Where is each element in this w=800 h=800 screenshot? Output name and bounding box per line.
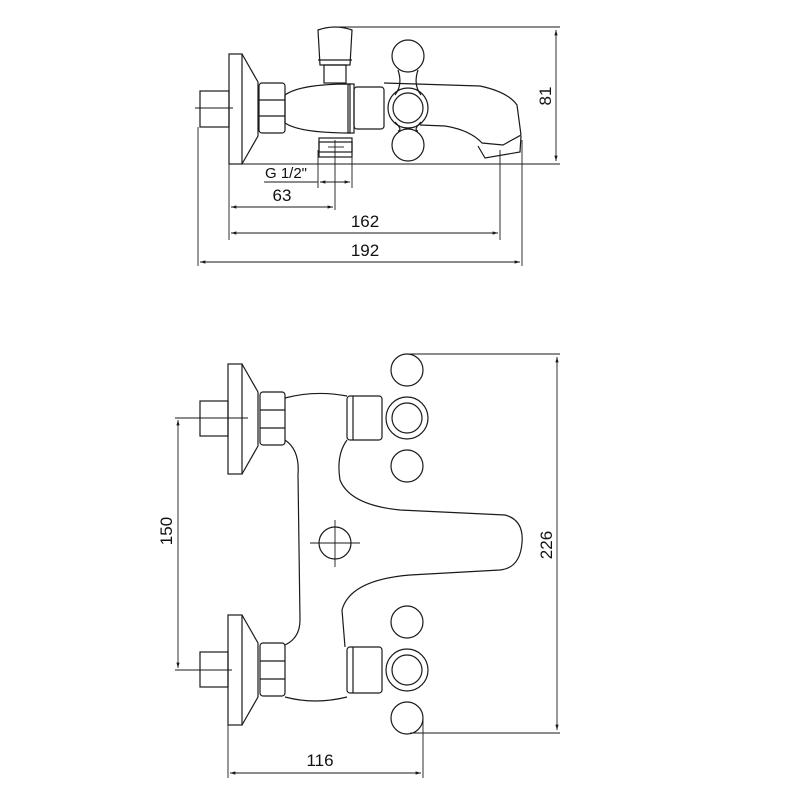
dim-center-distance-label: 150 (157, 517, 176, 545)
front-view: 150 226 116 (157, 353, 560, 778)
dim-inlet-offset-label: 63 (273, 186, 292, 205)
dim-overall-height-label: 226 (537, 531, 556, 559)
dim-spout-reach-label: 162 (351, 212, 379, 231)
dim-height-label: 81 (536, 87, 555, 106)
dim-depth-label: 116 (306, 751, 333, 770)
dim-overall-length-label: 192 (351, 241, 379, 260)
outlet-center-mark (310, 520, 360, 567)
side-view: 81 G 1/2" 63 162 192 (195, 26, 560, 266)
dim-thread-label: G 1/2" (265, 165, 307, 182)
